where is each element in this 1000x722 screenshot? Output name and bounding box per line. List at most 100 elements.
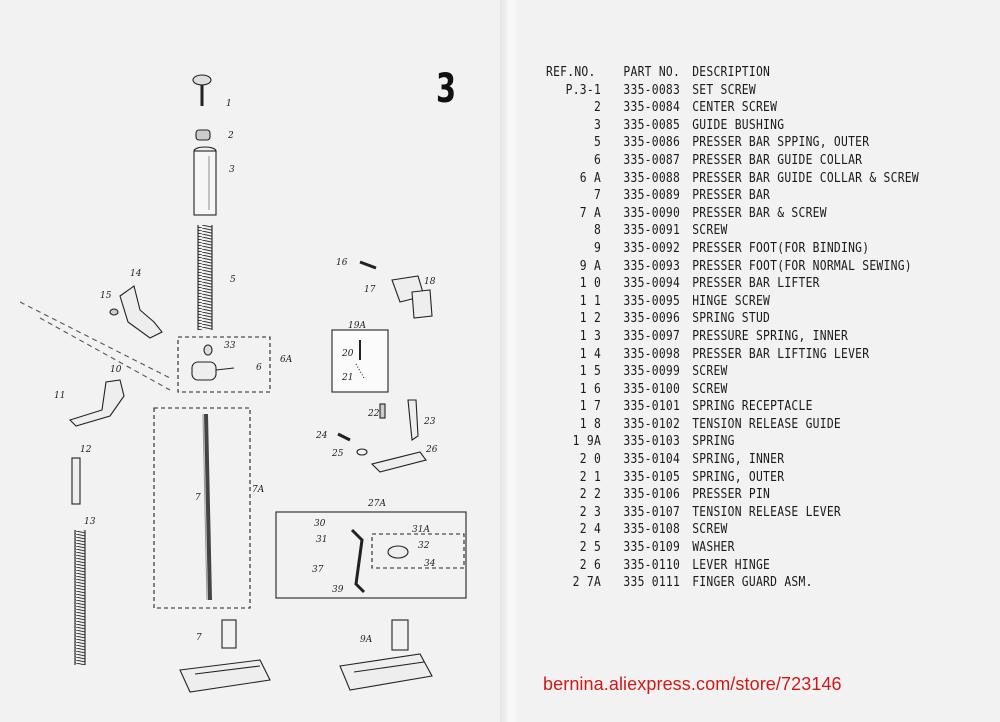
presser-bar-group-box xyxy=(153,407,251,609)
tension-release-guide-part xyxy=(411,289,433,319)
description-cell: SCREW xyxy=(692,364,728,380)
ref-no-cell: 1 7 xyxy=(579,399,602,415)
description-cell: PRESSER FOOT(FOR NORMAL SEWING) xyxy=(692,258,912,274)
part-no-cell: 335-0110 xyxy=(623,557,681,573)
lever-hinge-part xyxy=(370,451,427,473)
description-cell: GUIDE BUSHING xyxy=(692,117,785,133)
callout-34: 34 xyxy=(424,559,436,569)
ref-no-cell: 1 5 xyxy=(579,364,602,380)
callout-7: 7 xyxy=(195,493,201,503)
description-cell: PRESSER BAR SPPING, OUTER xyxy=(692,135,870,151)
ref-no-cell: 6 xyxy=(593,152,602,168)
ref-no-cell: 1 8 xyxy=(579,416,602,432)
part-no-cell: 335-0093 xyxy=(623,258,681,274)
ref-no-cell: 2 3 xyxy=(579,504,602,520)
presser-pin-part xyxy=(379,403,386,419)
description-cell: PRESSER BAR GUIDE COLLAR & SCREW xyxy=(692,170,919,186)
part-no-cell: 335-0108 xyxy=(623,522,681,538)
presser-bar-lifter-part xyxy=(68,379,125,427)
outer-spring-part xyxy=(197,225,213,330)
callout-10: 10 xyxy=(110,365,122,375)
part-no-cell: 335-0097 xyxy=(623,328,681,344)
callout-2: 2 xyxy=(227,131,234,141)
callout-12: 12 xyxy=(80,445,92,455)
presser-foot-9a-part xyxy=(339,619,433,691)
center-screw-part xyxy=(195,129,211,141)
parts-list-row: 2 6 335-0110 LEVER HINGE xyxy=(546,557,924,575)
tension-spring-box xyxy=(331,329,389,393)
callout-13: 13 xyxy=(84,517,96,527)
description-cell: PRESSER FOOT(FOR BINDING) xyxy=(692,240,870,256)
ref-no-cell: 1 2 xyxy=(579,311,602,327)
ref-no-cell: 5 xyxy=(593,135,602,151)
description-cell: SPRING, INNER xyxy=(692,452,785,468)
ref-no-cell: 6 A xyxy=(579,170,602,186)
ref-no-cell: 2 6 xyxy=(579,557,602,573)
lifting-lever-part xyxy=(119,285,163,339)
ref-no-cell: 7 xyxy=(593,188,602,204)
callout-31: 31 xyxy=(316,535,327,545)
callout-30: 30 xyxy=(314,519,326,529)
part-no-cell: 335-0104 xyxy=(623,452,681,468)
ref-no-cell: 2 xyxy=(593,100,602,116)
part-no-cell: 335-0099 xyxy=(623,364,681,380)
callout-5: 5 xyxy=(230,275,236,285)
description-cell: LEVER HINGE xyxy=(692,557,771,573)
description-header: DESCRIPTION xyxy=(692,65,771,80)
ref-no-cell: 2 0 xyxy=(579,452,602,468)
callout-33: 33 xyxy=(224,341,236,351)
description-cell: PRESSER BAR xyxy=(692,188,771,204)
parts-list-row: 1 7 335-0101 SPRING RECEPTACLE xyxy=(546,398,924,416)
callout-14: 14 xyxy=(130,269,142,279)
guide-collar-group-box xyxy=(177,336,271,393)
part-no-cell: 335-0109 xyxy=(623,540,681,556)
ref-no-cell: 1 0 xyxy=(579,276,602,292)
callout-26: 26 xyxy=(425,445,438,455)
description-cell: SCREW xyxy=(692,223,728,239)
description-cell: PRESSER BAR GUIDE COLLAR xyxy=(692,152,863,168)
callout-9a: 9A xyxy=(360,635,373,645)
ref-no-cell: 2 1 xyxy=(579,469,602,485)
ref-no-cell: 2 2 xyxy=(579,487,602,503)
ref-no-cell: 1 9A xyxy=(572,434,602,450)
ref-no-cell: 7 A xyxy=(579,205,602,221)
callout-17: 17 xyxy=(364,285,376,295)
parts-diagram-svg: 1 2 3 5 6 6A 7 7A 7 9A 10 11 12 13 14 15… xyxy=(19,74,467,693)
part-no-cell: 335-0101 xyxy=(623,399,681,415)
callout-7a: 7A xyxy=(252,485,265,495)
description-cell: CENTER SCREW xyxy=(692,100,778,116)
part-no-cell: 335-0105 xyxy=(623,469,681,485)
part-no-cell: 335 0111 xyxy=(623,575,681,591)
exploded-parts-diagram: 1 2 3 5 6 6A 7 7A 7 9A 10 11 12 13 14 15… xyxy=(19,60,490,710)
description-cell: SPRING STUD xyxy=(692,311,771,327)
parts-list-row: 2 0 335-0104 SPRING, INNER xyxy=(546,451,924,469)
description-cell: SPRING RECEPTACLE xyxy=(692,399,813,415)
ref-no-cell: 1 3 xyxy=(579,328,602,344)
ref-no-cell: 9 xyxy=(593,240,602,256)
callout-27a: 27A xyxy=(367,499,386,509)
callout-6: 6 xyxy=(256,363,262,373)
callout-21: 21 xyxy=(341,373,353,383)
callout-3: 3 xyxy=(229,165,235,175)
part-no-cell: 335-0103 xyxy=(623,434,681,450)
callout-39: 39 xyxy=(332,585,344,595)
part-no-cell: 335-0090 xyxy=(623,205,681,221)
description-cell: HINGE SCREW xyxy=(692,293,771,309)
finger-guard-box xyxy=(275,511,467,599)
